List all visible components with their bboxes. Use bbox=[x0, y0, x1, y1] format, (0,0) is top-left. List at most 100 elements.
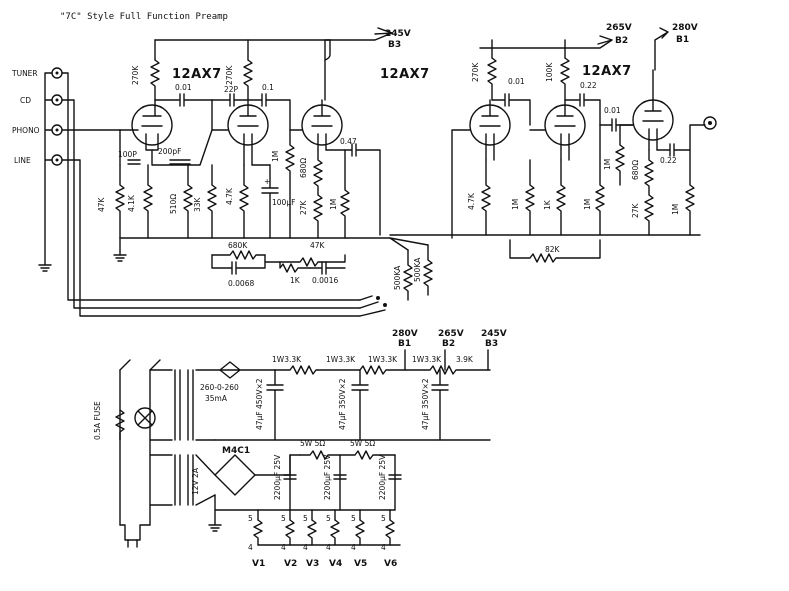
tone-r-100k: 100K bbox=[545, 62, 554, 82]
stage2-r-27k: 27K bbox=[299, 199, 308, 215]
stage2-r-1m-a: 1M bbox=[271, 151, 280, 162]
stage1-coupling1: 0.01 bbox=[175, 83, 192, 92]
stage2-cap-047: 0.47 bbox=[340, 137, 357, 146]
eq-c-00068: 0.0068 bbox=[228, 279, 254, 288]
pin-bottom-2: 4 bbox=[281, 543, 286, 552]
valve-label-v1: V1 bbox=[252, 559, 265, 569]
pin-top-5: 5 bbox=[351, 514, 356, 523]
psu-h-c3: 2200µF 25V bbox=[378, 454, 387, 500]
psu-r3: 1W3.3K bbox=[368, 355, 398, 364]
rail-b1-volts: 280V bbox=[672, 23, 698, 33]
pin-bottom-5: 4 bbox=[351, 543, 356, 552]
rail-b3-volts: 245V bbox=[385, 29, 411, 39]
tone-r-1m-b: 1M bbox=[583, 199, 592, 210]
tone-r-4-7k: 4.7K bbox=[467, 192, 476, 210]
pin-bottom-6: 4 bbox=[381, 543, 386, 552]
psu-rail-b3-name: B3 bbox=[485, 339, 498, 349]
tone-stage: 265V B2 270K 100K 12AX7 0.01 0.22 4.7K 1… bbox=[389, 23, 701, 263]
tone-r-1k: 1K bbox=[543, 199, 552, 210]
pin-top-4: 5 bbox=[326, 514, 331, 523]
stage1-plate-r2: 270K bbox=[225, 65, 234, 85]
psu-h-r1: 5W 5Ω bbox=[300, 439, 325, 448]
stage1-r-510: 510Ω bbox=[169, 194, 178, 214]
phono-stage: 245V B3 270K 270K 12AX7 0.01 22P 0.1 100… bbox=[97, 27, 411, 262]
output-c-001: 0.01 bbox=[604, 106, 621, 115]
psu-r1: 1W3.3K bbox=[272, 355, 302, 364]
psu-current: 35mA bbox=[205, 394, 228, 403]
pin-bottom-4: 4 bbox=[326, 543, 331, 552]
stage2-r-680: 680Ω bbox=[299, 158, 308, 178]
psu-fuse: 0.5A FUSE bbox=[93, 401, 102, 440]
psu-c3: 47µF 350V×2 bbox=[421, 378, 430, 430]
stage1-cap-200pf: 200pF bbox=[158, 147, 181, 156]
output-c-022: 0.22 bbox=[660, 156, 677, 165]
input-jacks: TUNER CD PHONO LINE bbox=[11, 67, 361, 317]
input-label-cd: CD bbox=[20, 96, 31, 105]
stage1-r-4-7k: 4.7K bbox=[225, 187, 234, 205]
psu-rail-b1-name: B1 bbox=[398, 339, 411, 349]
eq-pot1: 500KA bbox=[393, 265, 402, 290]
psu-c2: 47µF 350V×2 bbox=[338, 378, 347, 430]
psu-h-r2: 5W 5Ω bbox=[350, 439, 375, 448]
output-stage: 280V B1 0.01 1M 680Ω 27K 0.22 1M bbox=[599, 23, 717, 236]
valve-label-v2: V2 bbox=[284, 559, 297, 569]
psu-rail-b2-volts: 265V bbox=[438, 329, 464, 339]
tube2-label: 12AX7 bbox=[380, 67, 430, 82]
rail-b2-name: B2 bbox=[615, 36, 628, 46]
eq-network: 680K 0.0068 1K 0.0016 47K 500KA 500KA bbox=[211, 237, 433, 317]
psu-heater-xfmr: 12V 2A bbox=[191, 467, 200, 495]
stage1-coupling2: 0.1 bbox=[262, 83, 274, 92]
input-label-tuner: TUNER bbox=[11, 69, 38, 78]
tone-c-001: 0.01 bbox=[508, 77, 525, 86]
eq-r-47k: 47K bbox=[310, 241, 326, 250]
diagram-title: "7C" Style Full Function Preamp bbox=[60, 12, 228, 22]
stage1-cap-100p: 100P bbox=[118, 150, 137, 159]
rail-b1-name: B1 bbox=[676, 35, 689, 45]
eq-r-1k: 1K bbox=[290, 276, 301, 285]
output-jack bbox=[703, 116, 717, 130]
tone-r-270k: 270K bbox=[471, 62, 480, 82]
eq-c-00016: 0.0016 bbox=[312, 276, 338, 285]
psu-r2: 1W3.3K bbox=[326, 355, 356, 364]
valve-label-v3: V3 bbox=[306, 559, 319, 569]
stage1-cap-100uf: 100µF bbox=[272, 198, 295, 207]
stage1-r-47k: 47K bbox=[97, 196, 106, 212]
power-supply: 0.5A FUSE 260-0-260 35mA 1W3.3K 1W3.3K 1… bbox=[93, 329, 507, 569]
eq-r-680k: 680K bbox=[228, 241, 248, 250]
psu-h-c1: 2200µF 25V bbox=[273, 454, 282, 500]
psu-rail-b3-volts: 245V bbox=[481, 329, 507, 339]
eq-pot2: 500KA bbox=[413, 257, 422, 282]
pin-top-3: 5 bbox=[303, 514, 308, 523]
input-label-line: LINE bbox=[14, 156, 31, 165]
pilot-lamp bbox=[134, 407, 156, 429]
stage1-r-4-1k: 4.1K bbox=[127, 194, 136, 212]
psu-c1: 47µF 450V×2 bbox=[255, 378, 264, 430]
stage1-cap-plus: + bbox=[264, 177, 270, 186]
psu-r5: 3.9K bbox=[456, 355, 474, 364]
stage1-cap-22p: 22P bbox=[224, 85, 239, 94]
pin-bottom-3: 4 bbox=[303, 543, 308, 552]
valve-label-v5: V5 bbox=[354, 559, 367, 569]
tone-c-022a: 0.22 bbox=[580, 81, 597, 90]
psu-h-c2: 2200µF 25V bbox=[323, 454, 332, 500]
tone-r-82k: 82K bbox=[545, 245, 561, 254]
tube3-label: 12AX7 bbox=[582, 64, 632, 79]
output-r-1m-b: 1M bbox=[671, 204, 680, 215]
pin-top-1: 5 bbox=[248, 514, 253, 523]
psu-rail-b1-volts: 280V bbox=[392, 329, 418, 339]
valve-label-v6: V6 bbox=[384, 559, 397, 569]
psu-r4: 1W3.3K bbox=[412, 355, 442, 364]
psu-rail-b2-name: B2 bbox=[442, 339, 455, 349]
pin-bottom-1: 4 bbox=[248, 543, 253, 552]
output-r-1m: 1M bbox=[603, 159, 612, 170]
tube-v1a bbox=[131, 104, 173, 146]
psu-transformer: 260-0-260 bbox=[200, 383, 239, 392]
tube1-label: 12AX7 bbox=[172, 67, 222, 82]
output-r-27k: 27K bbox=[631, 202, 640, 218]
stage2-r-1m-b: 1M bbox=[329, 199, 338, 210]
stage-2: 12AX7 0.47 1M 680Ω 27K 1M bbox=[271, 39, 430, 239]
input-label-phono: PHONO bbox=[12, 126, 40, 135]
pin-top-6: 5 bbox=[381, 514, 386, 523]
valve-label-v4: V4 bbox=[329, 559, 342, 569]
